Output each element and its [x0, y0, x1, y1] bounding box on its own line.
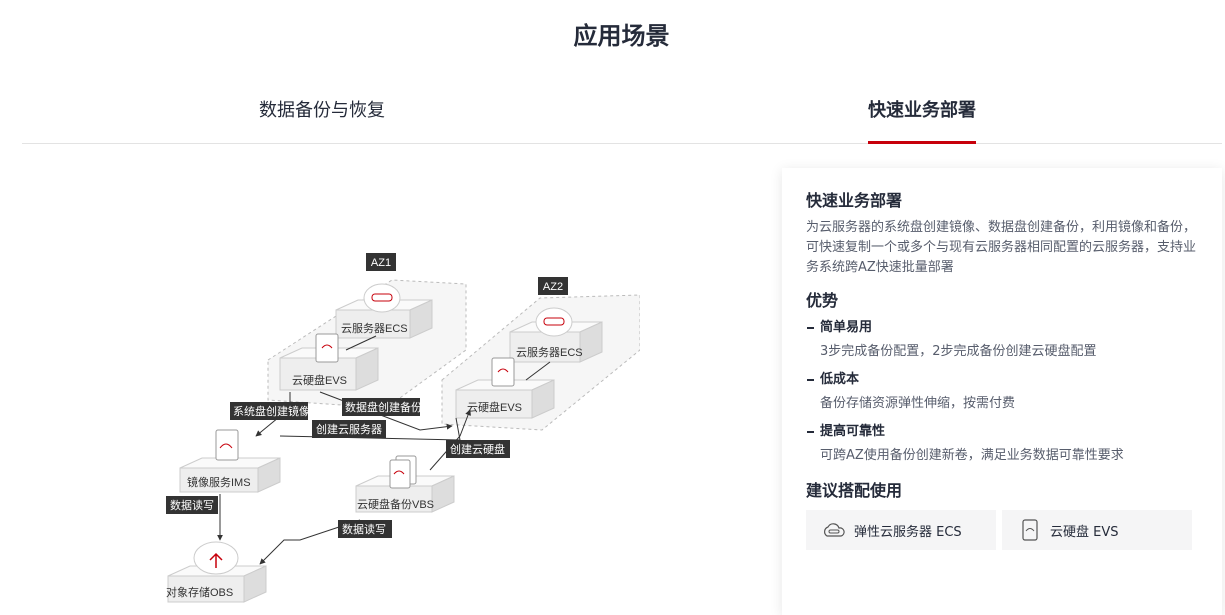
ecs1-cloud-icon	[363, 283, 401, 313]
advantages-title: 优势	[806, 291, 839, 310]
tab-data-backup[interactable]: 数据备份与恢复	[259, 100, 385, 121]
evs1-label: 云硬盘EVS	[292, 373, 347, 387]
advantage-item: 低成本 备份存储资源弹性伸缩，按需付费	[806, 370, 1198, 414]
evs1-disk-icon	[315, 333, 339, 363]
advantage-text: 备份存储资源弹性伸缩，按需付费	[820, 396, 1016, 411]
az2-tag	[538, 277, 568, 295]
architecture-diagram: AZ1 AZ2 云服务器ECS 云硬盘EVS 云服务器ECS	[160, 240, 640, 615]
ims-label: 镜像服务IMS	[187, 475, 251, 489]
tag-sys-image-text: 系统盘创建镜像	[233, 404, 310, 418]
recommend-title: 建议搭配使用	[806, 481, 903, 500]
tag-rw2	[338, 520, 392, 538]
scenario-tabs: 数据备份与恢复 快速业务部署	[22, 96, 1222, 144]
recommend-card-label: 弹性云服务器 ECS	[854, 524, 962, 540]
tab-fast-deploy[interactable]: 快速业务部署	[868, 96, 976, 144]
ecs1-label: 云服务器ECS	[341, 322, 408, 335]
tag-rw1-text: 数据读写	[170, 498, 214, 512]
advantage-item: 提高可靠性 可跨AZ使用备份创建新卷，满足业务数据可靠性要求	[806, 422, 1198, 466]
advantage-text: 3步完成备份配置，2步完成备份创建云硬盘配置	[820, 344, 1097, 359]
obs-label: 对象存储OBS	[166, 585, 233, 599]
advantage-item: 简单易用 3步完成备份配置，2步完成备份创建云硬盘配置	[806, 318, 1198, 362]
ecs2-cloud-icon	[535, 307, 573, 337]
recommend-card-label: 云硬盘 EVS	[1050, 524, 1119, 540]
advantage-name: 低成本	[806, 370, 1198, 390]
az2-label: AZ2	[543, 281, 563, 293]
ecs2-label: 云服务器ECS	[516, 346, 583, 359]
tag-sys-image	[230, 402, 308, 420]
advantage-text: 可跨AZ使用备份创建新卷，满足业务数据可靠性要求	[820, 448, 1124, 463]
tag-create-disk-text: 创建云硬盘	[450, 442, 505, 456]
evs2-label: 云硬盘EVS	[467, 400, 522, 414]
tag-data-backup	[342, 398, 420, 416]
tag-create-server	[312, 420, 386, 438]
cloud-disk-icon	[1018, 518, 1042, 542]
tag-rw1	[166, 496, 218, 514]
scenario-detail-panel: 快速业务部署 为云服务器的系统盘创建镜像、数据盘创建备份，利用镜像和备份，可快速…	[782, 168, 1222, 615]
panel-description: 为云服务器的系统盘创建镜像、数据盘创建备份，利用镜像和备份，可快速复制一个或多个…	[806, 220, 1197, 275]
tag-create-disk	[446, 440, 510, 458]
panel-title: 快速业务部署	[806, 191, 903, 210]
cloud-server-icon	[822, 518, 846, 542]
advantage-name: 提高可靠性	[806, 422, 1198, 442]
az1-tag	[366, 253, 396, 271]
obs-storage-icon	[193, 541, 239, 575]
tag-rw2-text: 数据读写	[342, 522, 386, 536]
recommend-cards: 弹性云服务器 ECS 云硬盘 EVS	[806, 510, 1198, 550]
vbs-label: 云硬盘备份VBS	[357, 497, 434, 511]
vbs-backup-icon	[389, 455, 417, 489]
tag-create-server-text: 创建云服务器	[316, 422, 382, 436]
az1-label: AZ1	[371, 257, 391, 269]
advantage-name: 简单易用	[806, 318, 1198, 338]
tag-data-backup-text: 数据盘创建备份	[345, 400, 422, 414]
recommend-card-evs[interactable]: 云硬盘 EVS	[1002, 510, 1192, 550]
recommend-card-ecs[interactable]: 弹性云服务器 ECS	[806, 510, 996, 550]
page-title: 应用场景	[573, 22, 670, 50]
evs2-disk-icon	[491, 357, 515, 387]
ims-image-icon	[215, 429, 239, 461]
